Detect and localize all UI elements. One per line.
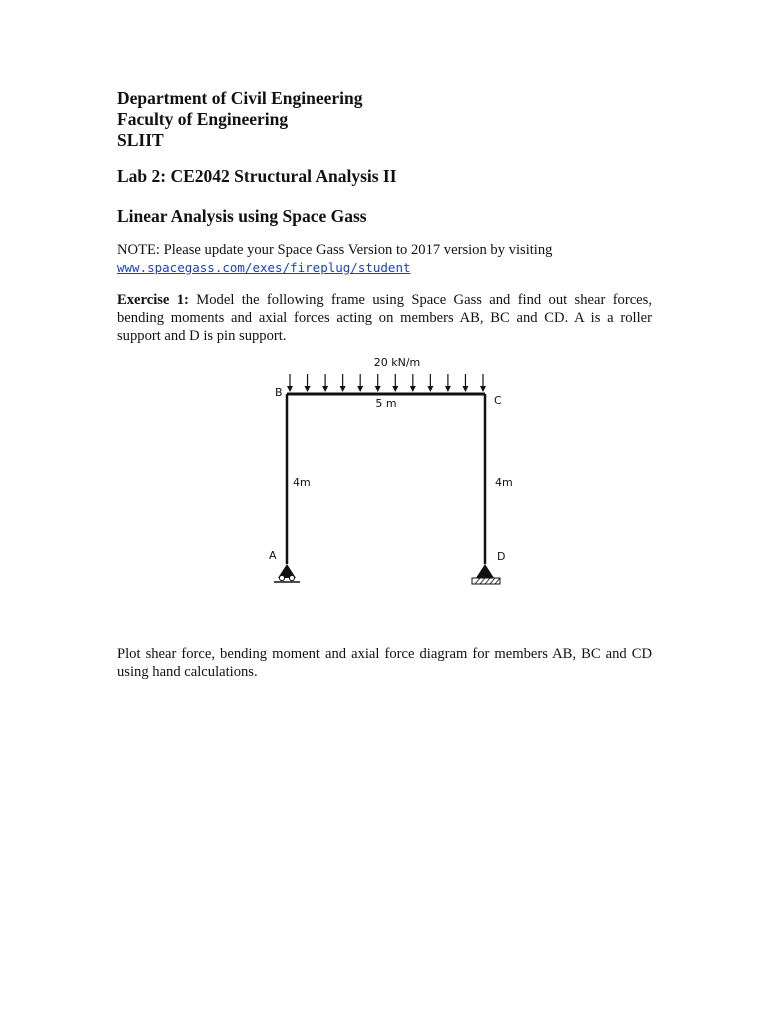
note-paragraph: NOTE: Please update your Space Gass Vers…: [117, 241, 652, 277]
node-a-label: A: [269, 549, 277, 562]
right-height-label: 4m: [495, 476, 513, 489]
frame-diagram: 20 kN/m B C A D 5 m 4m 4m: [269, 356, 513, 585]
pin-support-icon: [471, 564, 501, 585]
department-heading: Department of Civil Engineering: [117, 88, 363, 108]
load-arrow-icon: [462, 374, 469, 392]
roller-support-icon: [274, 564, 300, 583]
exercise-text: Model the following frame using Space Ga…: [117, 292, 652, 344]
spacegass-link[interactable]: www.spacegass.com/exes/fireplug/student: [117, 260, 411, 275]
distributed-load-arrows: [287, 374, 486, 392]
load-arrow-icon: [409, 374, 416, 392]
left-height-label: 4m: [293, 476, 311, 489]
institution-heading: SLIIT: [117, 130, 164, 150]
load-arrow-icon: [444, 374, 451, 392]
section-title: Linear Analysis using Space Gass: [117, 206, 367, 226]
load-label: 20 kN/m: [374, 356, 421, 369]
node-d-label: D: [497, 550, 505, 563]
exercise-paragraph: Exercise 1: Model the following frame us…: [117, 291, 652, 345]
load-arrow-icon: [287, 374, 293, 392]
exercise-label: Exercise 1:: [117, 292, 189, 308]
note-text: NOTE: Please update your Space Gass Vers…: [117, 242, 553, 258]
load-arrow-icon: [427, 374, 434, 392]
span-label: 5 m: [375, 397, 396, 410]
node-c-label: C: [494, 394, 502, 407]
load-arrow-icon: [374, 374, 381, 392]
node-b-label: B: [275, 386, 283, 399]
load-arrow-icon: [304, 374, 311, 392]
lab-title: Lab 2: CE2042 Structural Analysis II: [117, 166, 397, 186]
load-arrow-icon: [339, 374, 346, 392]
load-arrow-icon: [392, 374, 399, 392]
load-arrow-icon: [480, 374, 486, 392]
faculty-heading: Faculty of Engineering: [117, 109, 289, 129]
instruction-paragraph: Plot shear force, bending moment and axi…: [117, 646, 652, 680]
load-arrow-icon: [357, 374, 364, 392]
load-arrow-icon: [322, 374, 329, 392]
